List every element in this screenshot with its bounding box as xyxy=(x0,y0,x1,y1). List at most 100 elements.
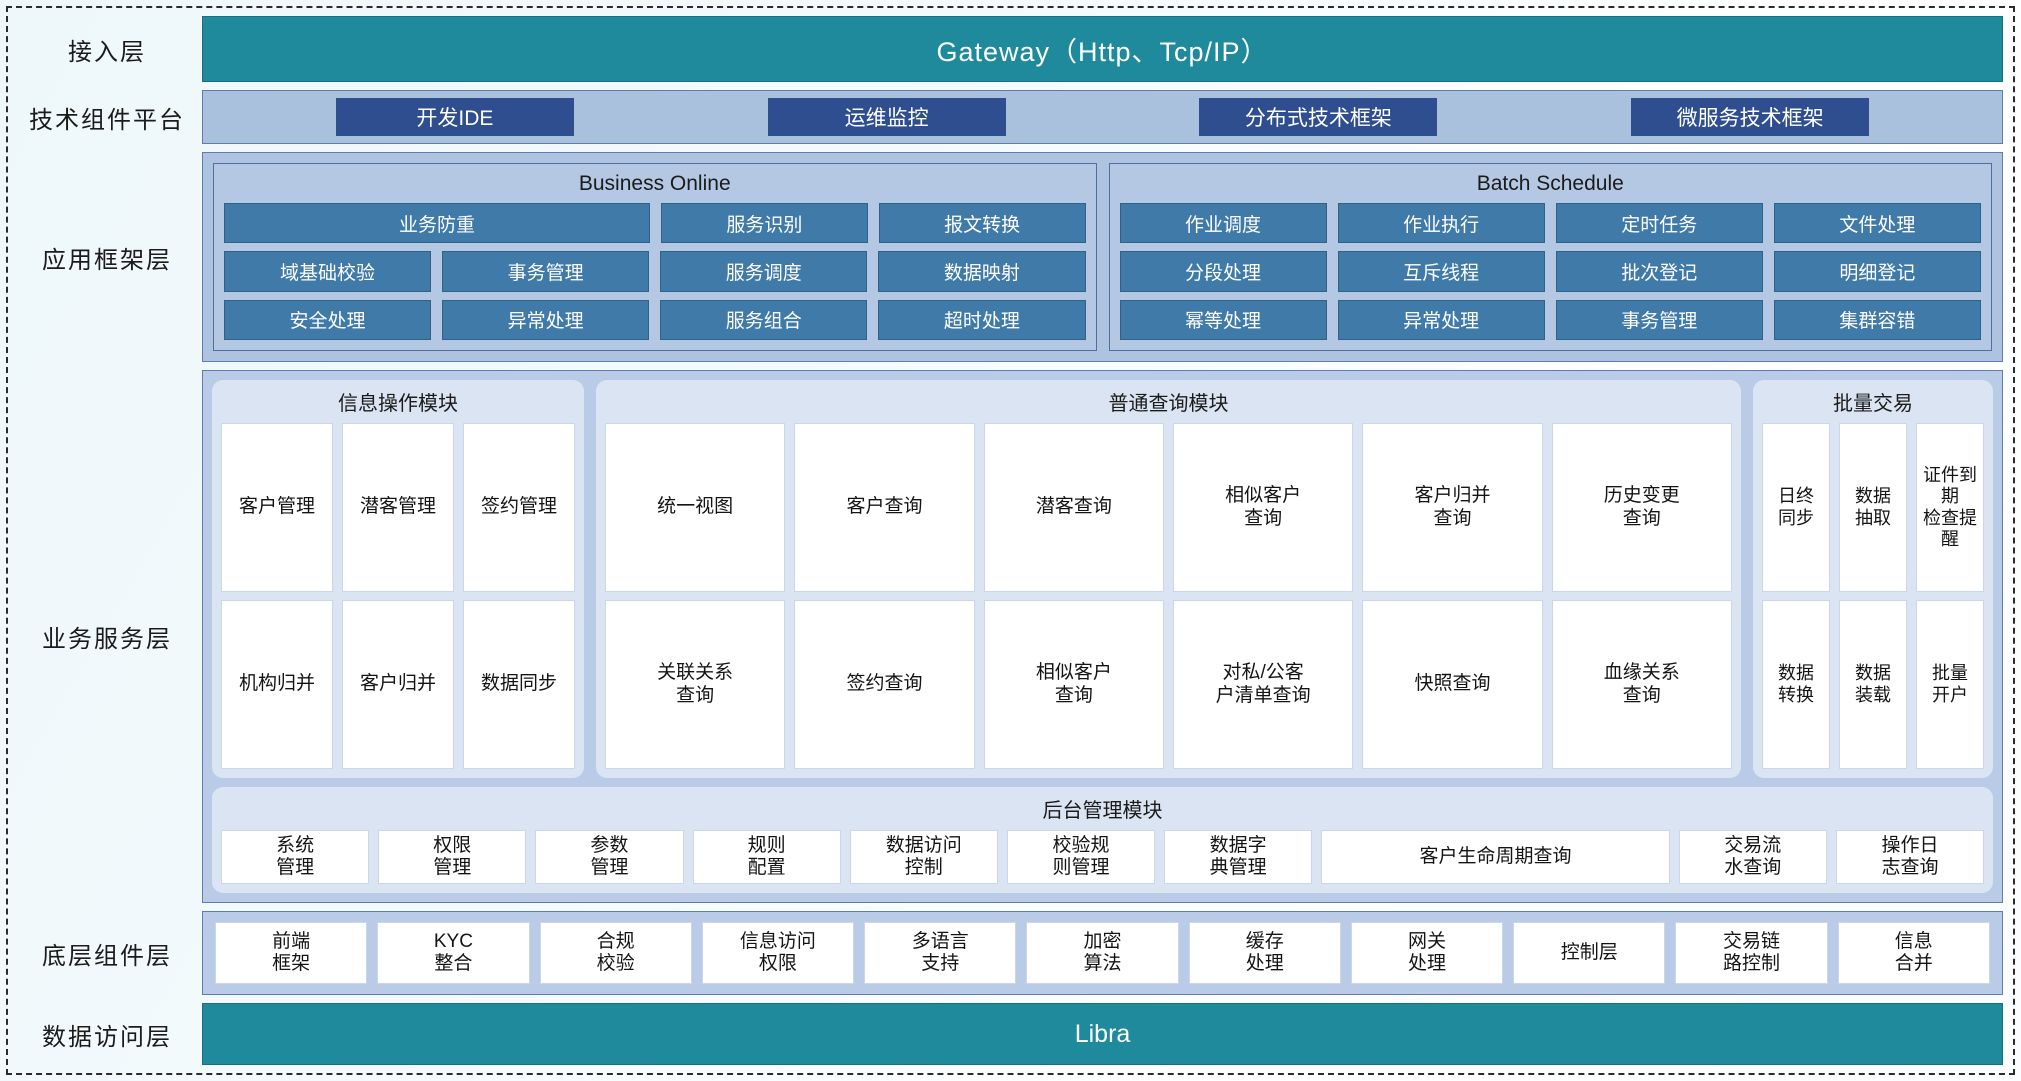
module-cell[interactable]: 客户归并查询 xyxy=(1362,423,1543,592)
module-cell[interactable]: 对私/公客户清单查询 xyxy=(1172,600,1354,769)
module-cell[interactable]: 关联关系查询 xyxy=(605,600,786,769)
layer-row-tech-platform: 技术组件平台 开发IDE 运维监控 分布式技术框架 微服务技术框架 xyxy=(12,86,2009,148)
app-chip[interactable]: 业务防重 xyxy=(224,203,650,244)
app-row: 域基础校验 事务管理 服务调度 数据映射 xyxy=(224,251,1086,292)
app-chip[interactable]: 安全处理 xyxy=(224,299,432,340)
app-chip[interactable]: 互斥线程 xyxy=(1337,251,1545,292)
component-cell[interactable]: 前端框架 xyxy=(215,922,368,984)
business-modules-row: 信息操作模块 客户管理 潜客管理 签约管理 机构归并 客户归并 xyxy=(212,380,1993,778)
app-chip[interactable]: 域基础校验 xyxy=(224,251,432,292)
module-row: 数据转换 数据装载 批量开户 xyxy=(1762,600,1984,769)
admin-cell[interactable]: 校验规则管理 xyxy=(1006,830,1156,884)
module-cell[interactable]: 批量开户 xyxy=(1916,600,1984,769)
module-cell[interactable]: 相似客户查询 xyxy=(1172,423,1354,592)
tech-chip-distributed-framework[interactable]: 分布式技术框架 xyxy=(1199,98,1438,136)
module-cell[interactable]: 证件到期检查提醒 xyxy=(1916,423,1984,592)
module-cell[interactable]: 客户查询 xyxy=(794,423,975,592)
component-cell[interactable]: 交易链路控制 xyxy=(1675,922,1828,984)
admin-cell[interactable]: 操作日志查询 xyxy=(1835,830,1985,884)
module-backend-admin: 后台管理模块 系统管理 权限管理 参数管理 规则配置 数据访问控制 校验规则管理… xyxy=(212,787,1993,893)
component-cell[interactable]: 合规校验 xyxy=(539,922,692,984)
app-chip[interactable]: 明细登记 xyxy=(1773,251,1981,292)
component-cell[interactable]: 缓存处理 xyxy=(1188,922,1341,984)
component-cell[interactable]: 加密算法 xyxy=(1026,922,1179,984)
app-chip[interactable]: 报文转换 xyxy=(878,203,1086,244)
module-cell[interactable]: 相似客户查询 xyxy=(983,600,1164,769)
module-cell[interactable]: 统一视图 xyxy=(605,423,786,592)
app-group-business-online: Business Online 业务防重 服务识别 报文转换 域基础校验 事务管… xyxy=(213,163,1097,351)
app-chip[interactable]: 作业调度 xyxy=(1119,203,1327,244)
module-cell[interactable]: 日终同步 xyxy=(1762,423,1830,592)
app-framework-band: Business Online 业务防重 服务识别 报文转换 域基础校验 事务管… xyxy=(202,152,2003,362)
layer-row-app-framework: 应用框架层 Business Online 业务防重 服务识别 报文转换 域 xyxy=(12,148,2009,366)
app-chip[interactable]: 数据映射 xyxy=(878,251,1086,292)
module-cell[interactable]: 签约管理 xyxy=(463,423,575,592)
component-cell[interactable]: 多语言支持 xyxy=(864,922,1017,984)
admin-cell[interactable]: 交易流水查询 xyxy=(1678,830,1827,884)
module-title: 普通查询模块 xyxy=(1108,393,1229,415)
tech-chip-microservice-framework[interactable]: 微服务技术框架 xyxy=(1631,98,1870,136)
app-row: 业务防重 服务识别 报文转换 xyxy=(224,203,1086,244)
module-info-operation: 信息操作模块 客户管理 潜客管理 签约管理 机构归并 客户归并 xyxy=(212,380,584,778)
admin-cell[interactable]: 数据字典管理 xyxy=(1164,830,1313,884)
layer-label-business-service: 业务服务层 xyxy=(42,626,172,653)
layer-label-bottom-components: 底层组件层 xyxy=(42,942,172,970)
component-cell[interactable]: 信息合并 xyxy=(1837,922,1990,984)
module-title: 批量交易 xyxy=(1833,393,1913,415)
app-chip[interactable]: 服务识别 xyxy=(660,203,868,244)
admin-cell[interactable]: 数据访问控制 xyxy=(849,830,998,884)
module-cell[interactable]: 血缘关系查询 xyxy=(1551,600,1732,769)
module-cell[interactable]: 潜客管理 xyxy=(342,423,454,592)
component-cell[interactable]: 网关处理 xyxy=(1350,922,1504,984)
module-cell[interactable]: 签约查询 xyxy=(794,600,975,769)
app-chip[interactable]: 事务管理 xyxy=(442,251,650,292)
app-chip[interactable]: 事务管理 xyxy=(1555,299,1763,340)
admin-cell[interactable]: 权限管理 xyxy=(378,830,527,884)
admin-row: 系统管理 权限管理 参数管理 规则配置 数据访问控制 校验规则管理 数据字典管理… xyxy=(221,830,1985,884)
module-title: 信息操作模块 xyxy=(338,393,458,415)
app-chip[interactable]: 定时任务 xyxy=(1555,203,1763,244)
component-cell[interactable]: 信息访问权限 xyxy=(701,922,855,984)
app-chip[interactable]: 服务组合 xyxy=(660,299,868,340)
admin-cell[interactable]: 参数管理 xyxy=(535,830,684,884)
app-chip[interactable]: 异常处理 xyxy=(1337,299,1545,340)
module-cell[interactable]: 机构归并 xyxy=(221,600,333,769)
module-cell[interactable]: 数据同步 xyxy=(463,600,575,769)
admin-cell[interactable]: 系统管理 xyxy=(221,830,370,884)
app-chip[interactable]: 幂等处理 xyxy=(1119,299,1327,340)
module-title: 后台管理模块 xyxy=(1042,800,1163,822)
app-chip[interactable]: 分段处理 xyxy=(1119,251,1327,292)
admin-cell[interactable]: 规则配置 xyxy=(692,830,841,884)
tech-chip-ops-monitor[interactable]: 运维监控 xyxy=(767,98,1006,136)
data-access-bar[interactable]: Libra xyxy=(202,1003,2003,1065)
module-cell[interactable]: 客户管理 xyxy=(221,423,333,592)
business-service-band: 信息操作模块 客户管理 潜客管理 签约管理 机构归并 客户归并 xyxy=(202,370,2003,903)
app-group-title-batch-schedule: Batch Schedule xyxy=(1476,172,1624,195)
app-chip[interactable]: 超时处理 xyxy=(878,299,1086,340)
module-cell[interactable]: 数据转换 xyxy=(1762,600,1830,769)
layer-row-access: 接入层 Gateway（Http、Tcp/IP） xyxy=(12,12,2009,86)
module-cell[interactable]: 数据抽取 xyxy=(1839,423,1907,592)
app-chip[interactable]: 批次登记 xyxy=(1555,251,1763,292)
app-chip[interactable]: 集群容错 xyxy=(1773,299,1981,340)
app-chip[interactable]: 异常处理 xyxy=(442,299,650,340)
app-row: 安全处理 异常处理 服务组合 超时处理 xyxy=(224,299,1086,340)
app-chip[interactable]: 服务调度 xyxy=(660,251,868,292)
gateway-bar[interactable]: Gateway（Http、Tcp/IP） xyxy=(202,16,2003,82)
component-cell[interactable]: 控制层 xyxy=(1513,922,1666,984)
module-cell[interactable]: 潜客查询 xyxy=(983,423,1164,592)
app-group-title-business-online: Business Online xyxy=(578,172,731,195)
admin-cell-customer-lifecycle[interactable]: 客户生命周期查询 xyxy=(1321,830,1670,884)
module-cell[interactable]: 数据装载 xyxy=(1839,600,1907,769)
module-cell[interactable]: 客户归并 xyxy=(342,600,454,769)
module-cell[interactable]: 历史变更查询 xyxy=(1551,423,1732,592)
tech-chip-ide[interactable]: 开发IDE xyxy=(335,98,574,136)
app-chip[interactable]: 作业执行 xyxy=(1337,203,1545,244)
app-chip[interactable]: 文件处理 xyxy=(1773,203,1981,244)
layer-label-tech-platform: 技术组件平台 xyxy=(29,106,185,134)
module-cell[interactable]: 快照查询 xyxy=(1362,600,1543,769)
layer-label-access: 接入层 xyxy=(68,38,146,66)
